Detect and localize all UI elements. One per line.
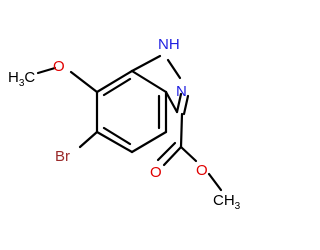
o-carbonyl-label: O <box>150 164 162 181</box>
bond-ccarbonyl-o-double-b <box>156 141 177 162</box>
bond-c6-c5 <box>95 130 134 154</box>
atom-labels: NH N O H3C Br O O CH3 <box>8 36 241 212</box>
bond-c7a-n1 <box>130 54 162 73</box>
bond-omethoxy-ch3 <box>36 66 57 75</box>
bond-n1-n2 <box>166 58 182 80</box>
bond-c3-ccarbonyl <box>179 112 184 149</box>
bond-c7a-c7 <box>95 69 134 94</box>
bond-inner-c7a-c7 <box>102 77 132 97</box>
bond-c5-c4 <box>130 130 168 154</box>
nh-label: NH <box>158 36 180 53</box>
ch3-methoxy-label: H3C <box>8 69 35 89</box>
bond-c3a-c7a <box>130 69 168 94</box>
bond-n2-c3-double <box>182 94 190 116</box>
bond-inner-c6-c5 <box>102 126 132 146</box>
bonds <box>36 54 223 192</box>
o-methoxy-label: O <box>53 58 65 75</box>
bond-c3-c3a <box>164 90 179 114</box>
n2-label: N <box>176 83 187 100</box>
bond-n2-c3 <box>175 92 183 114</box>
bond-ccarbonyl-o-double-a <box>162 145 183 167</box>
bond-ccarbonyl-oester <box>179 145 198 163</box>
bond-oester-ch3 <box>207 172 223 192</box>
o-ester-label: O <box>196 162 208 179</box>
ch3-ester-label: CH3 <box>213 192 241 212</box>
br-label: Br <box>55 148 70 165</box>
bond-c6-omethoxy <box>69 70 99 94</box>
molecule-structure: NH N O H3C Br O O CH3 <box>8 36 241 212</box>
bond-c5-br <box>78 130 99 149</box>
